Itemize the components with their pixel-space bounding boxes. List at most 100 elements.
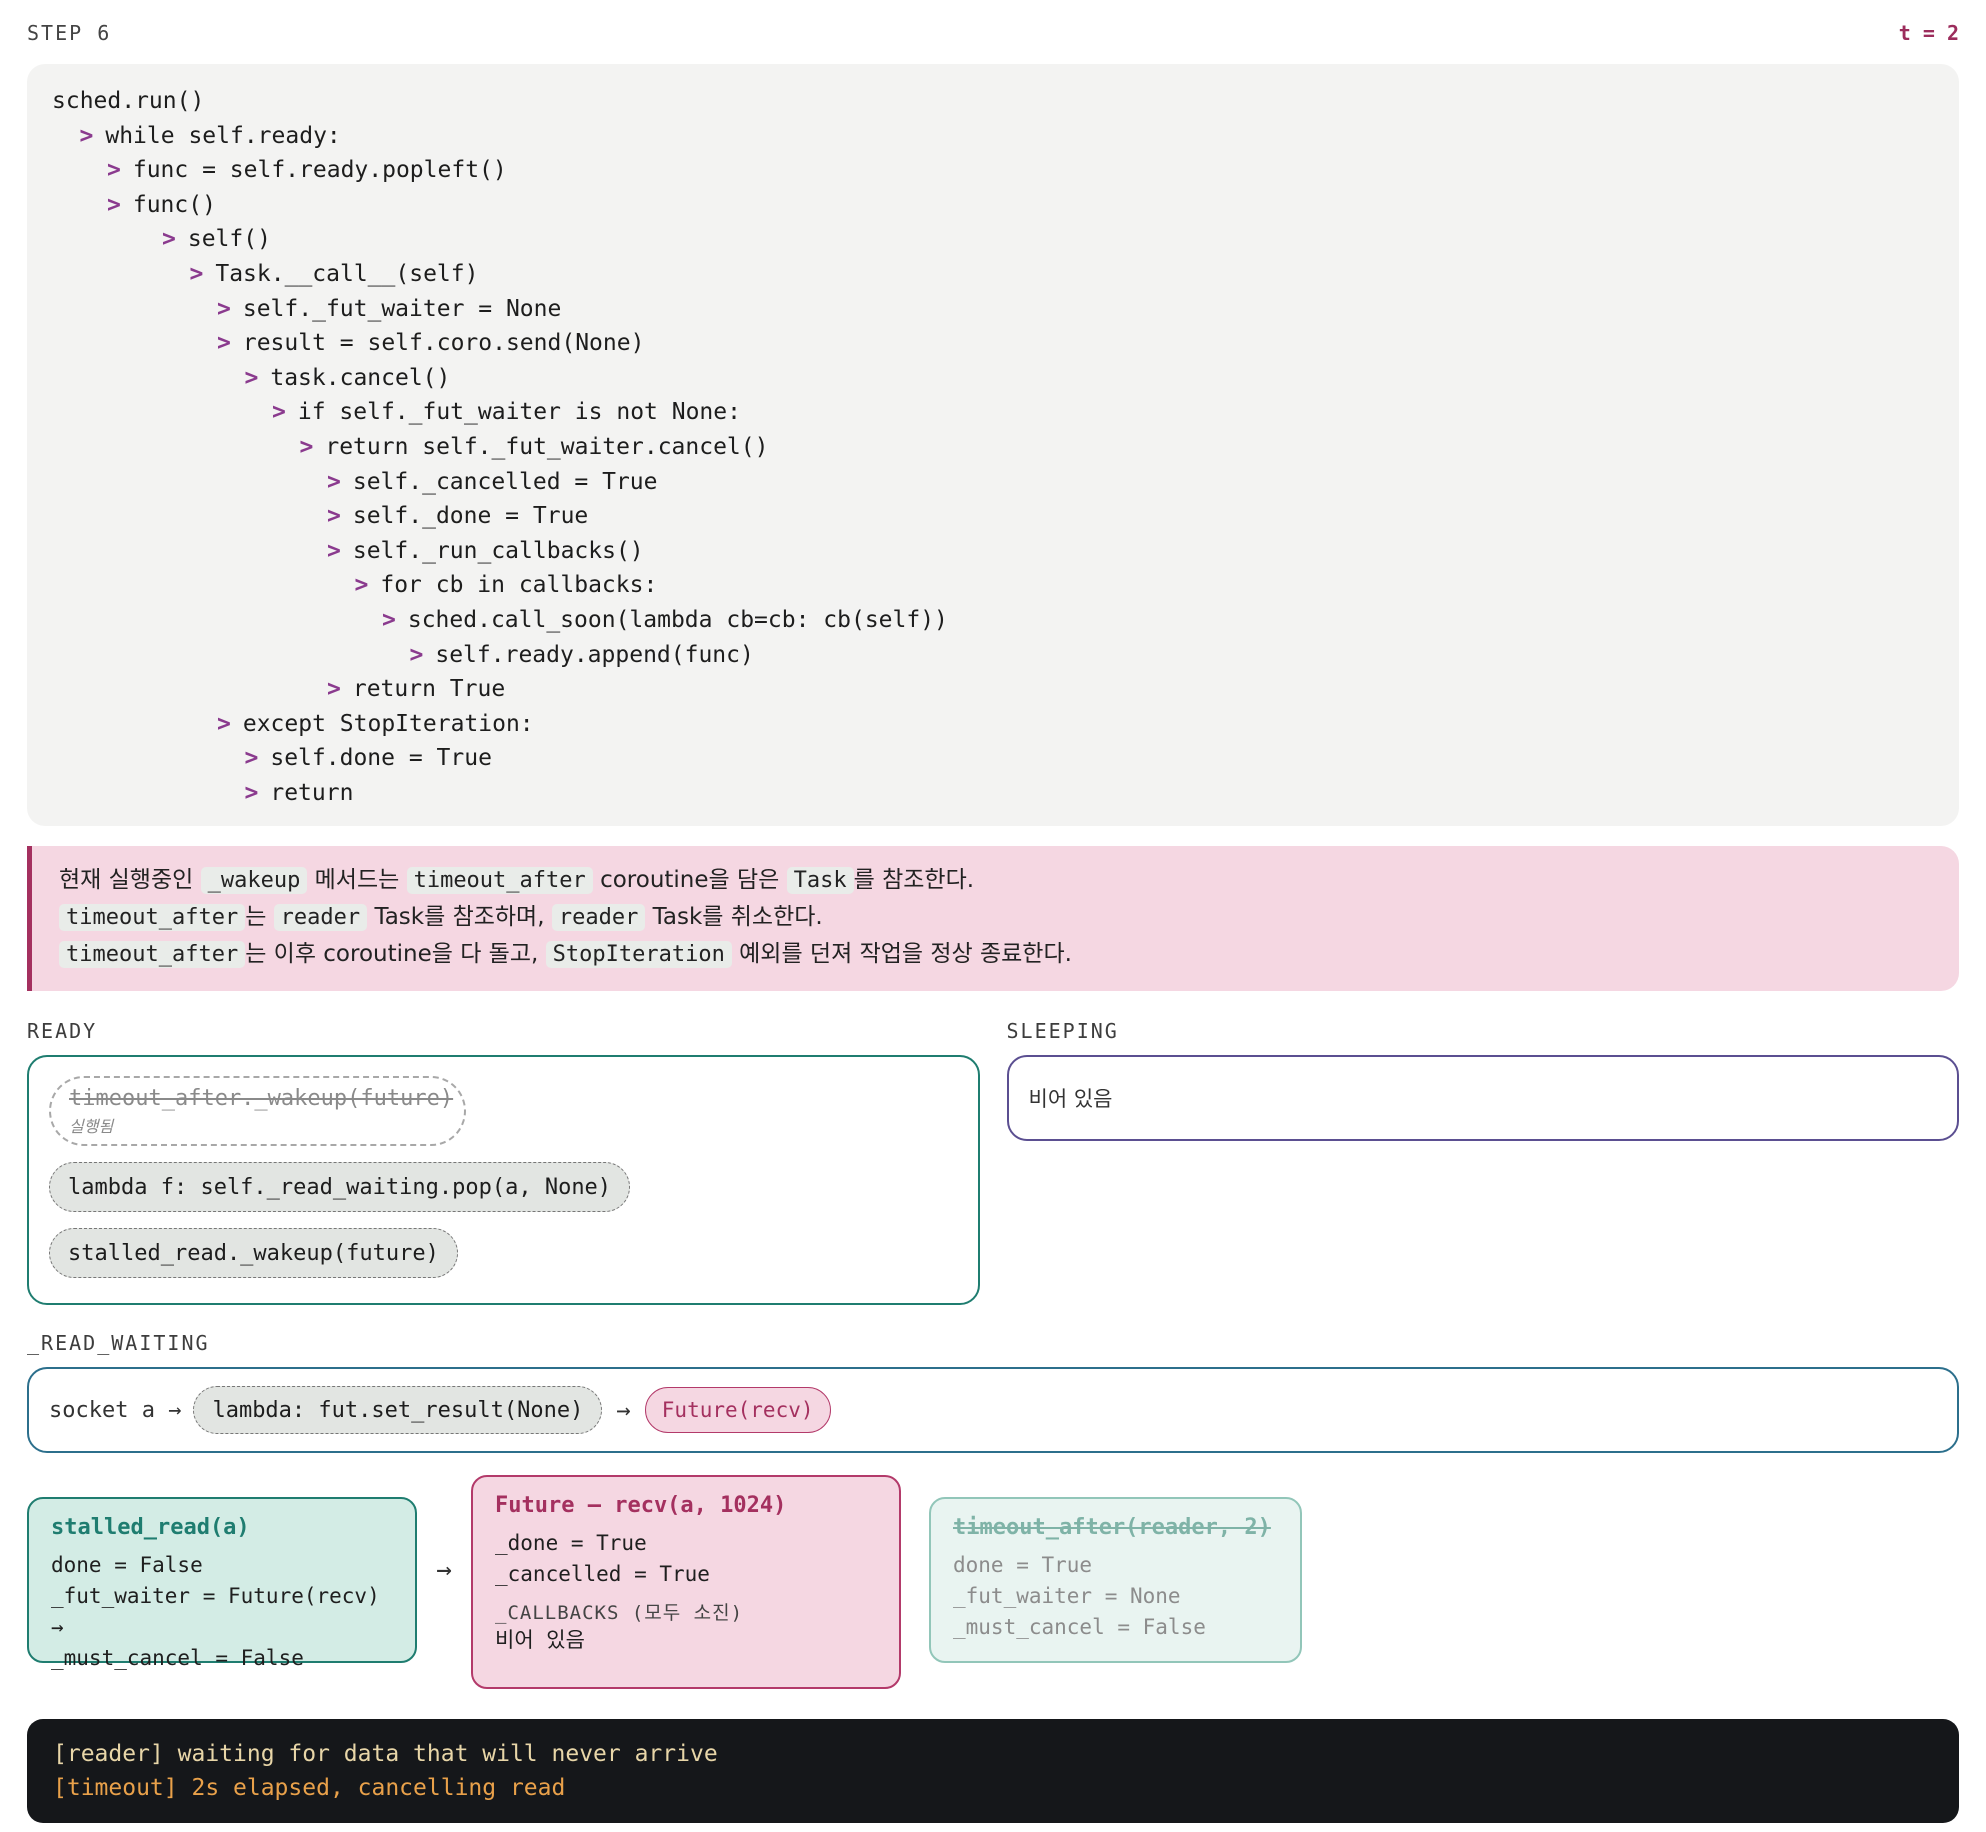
code-token: reader [551, 904, 646, 932]
code-line: > self._done = True [52, 499, 1934, 534]
read-waiting-key: socket a → [49, 1397, 182, 1423]
chevron-right-icon: > [327, 503, 341, 530]
terminal-output: [reader] waiting for data that will neve… [27, 1719, 1959, 1824]
code-text: task.cancel() [270, 364, 451, 391]
code-text: return [270, 779, 354, 806]
code-token: timeout_after [59, 904, 246, 932]
task-card-timeout-after: timeout_after(reader, 2) done = True _fu… [929, 1497, 1302, 1664]
task-field: _fut_waiter = None [953, 1584, 1181, 1609]
chevron-right-icon: > [409, 641, 424, 668]
task-title: timeout_after(reader, 2) [953, 1515, 1271, 1541]
code-text: if self._fut_waiter is not None: [297, 399, 741, 426]
future-field: _cancelled = True [495, 1562, 710, 1587]
code-line: sched.run() [52, 84, 1934, 119]
terminal-line: [timeout] 2s elapsed, cancelling read [53, 1775, 566, 1802]
task-field: _must_cancel = False [953, 1615, 1206, 1640]
chevron-right-icon: > [327, 468, 341, 495]
ready-item-executed: timeout_after._wakeup(future) 실행됨 [49, 1076, 466, 1147]
code-token: Task [786, 867, 854, 895]
executed-item-label: timeout_after._wakeup(future) [69, 1086, 454, 1112]
callbacks-heading: _CALLBACKS (모두 소진) [495, 1602, 744, 1625]
code-text: while self.ready: [105, 122, 341, 149]
read-waiting-section: _READ_WAITING socket a → lambda: fut.set… [27, 1331, 1959, 1454]
code-line: > func() [52, 188, 1934, 223]
code-text: self._done = True [352, 503, 589, 530]
code-text: sched.run() [52, 88, 205, 114]
future-title: Future — recv(a, 1024) [495, 1493, 787, 1519]
task-field: done = False [51, 1553, 203, 1578]
code-text: self() [187, 226, 271, 253]
code-line: >if self._fut_waiter is not None: [52, 395, 1934, 430]
code-line: > sched.call_soon(lambda cb=cb: cb(self)) [52, 603, 1934, 638]
chevron-right-icon: > [79, 122, 94, 149]
read-waiting-map: socket a → lambda: fut.set_result(None) … [27, 1367, 1959, 1454]
chevron-right-icon: > [107, 191, 121, 218]
code-text: self.done = True [270, 745, 492, 772]
chevron-right-icon: > [327, 537, 341, 564]
chevron-right-icon: > [189, 260, 204, 287]
code-token: timeout_after [59, 941, 246, 969]
code-text: return True [352, 676, 506, 703]
code-line: > Task.__call__(self) [52, 257, 1934, 292]
chevron-right-icon: > [244, 364, 259, 391]
note-line-1: 현재 실행중인 _wakeup 메서드는 timeout_after corou… [59, 867, 975, 895]
code-text: self._cancelled = True [352, 468, 658, 495]
code-line: > self._fut_waiter = None [52, 292, 1934, 327]
code-text: except StopIteration: [242, 710, 534, 737]
chevron-right-icon: > [327, 676, 341, 703]
task-card-stalled-read: stalled_read(a) done = False _fut_waiter… [27, 1497, 417, 1670]
call-stack-panel: sched.run()>while self.ready:>func = sel… [27, 64, 1959, 827]
chevron-right-icon: > [217, 710, 231, 737]
code-token: _wakeup [200, 867, 308, 895]
executed-status: 실행됨 [69, 1117, 114, 1137]
read-waiting-title: _READ_WAITING [27, 1331, 210, 1356]
code-text: self._fut_waiter = None [242, 295, 562, 322]
ready-item: stalled_read._wakeup(future) [49, 1228, 458, 1279]
chevron-right-icon: > [354, 572, 369, 599]
code-line: >self.done = True [52, 741, 1934, 776]
code-text: return self._fut_waiter.cancel() [325, 433, 769, 460]
future-card: Future — recv(a, 1024) _done = True _can… [471, 1475, 901, 1690]
arrow-icon: → [616, 1396, 631, 1425]
chevron-right-icon: > [217, 295, 231, 322]
code-text: for cb in callbacks: [380, 572, 658, 599]
step-label: STEP 6 [27, 21, 112, 45]
code-text: self._run_callbacks() [352, 537, 644, 564]
ready-section: READY timeout_after._wakeup(future) 실행됨 … [27, 1019, 980, 1306]
code-text: func() [132, 191, 216, 218]
chevron-right-icon: > [382, 606, 396, 633]
code-line: > for cb in callbacks: [52, 568, 1934, 603]
ready-queue: timeout_after._wakeup(future) 실행됨 lambda… [27, 1055, 980, 1306]
task-field: _must_cancel = False [51, 1646, 304, 1671]
code-text: func = self.ready.popleft() [132, 157, 507, 184]
sleeping-queue: 비어 있음 [1006, 1055, 1959, 1142]
future-pill: Future(recv) [644, 1387, 831, 1434]
sleeping-empty-text: 비어 있음 [1028, 1087, 1113, 1112]
future-field: _done = True [495, 1531, 647, 1556]
code-token: reader [273, 904, 368, 932]
code-line: > task.cancel() [52, 361, 1934, 396]
code-line: > self._cancelled = True [52, 465, 1934, 500]
code-line: > self._run_callbacks() [52, 534, 1934, 569]
terminal-line: [reader] waiting for data that will neve… [53, 1741, 718, 1768]
sleeping-title: SLEEPING [1006, 1019, 1119, 1044]
code-line: > while self.ready: [52, 119, 1934, 154]
code-line: > except StopIteration: [52, 707, 1934, 742]
code-text: sched.call_soon(lambda cb=cb: cb(self)) [407, 606, 948, 633]
ready-title: READY [27, 1019, 98, 1044]
sleeping-section: SLEEPING 비어 있음 [1006, 1019, 1959, 1305]
chevron-right-icon: > [244, 779, 259, 806]
time-label: t = 2 [1898, 21, 1959, 45]
code-line: > return True [52, 672, 1934, 707]
code-line: >self.ready.append(func) [52, 638, 1934, 673]
ready-item: lambda f: self._read_waiting.pop(a, None… [49, 1162, 631, 1213]
code-line: >self() [52, 222, 1934, 257]
explanation-note: 현재 실행중인 _wakeup 메서드는 timeout_after corou… [27, 846, 1959, 992]
read-waiting-callback: lambda: fut.set_result(None) [193, 1386, 603, 1435]
code-token: timeout_after [406, 867, 593, 895]
task-field: _fut_waiter = Future(recv) → [51, 1584, 380, 1640]
code-line: >func = self.ready.popleft() [52, 153, 1934, 188]
code-text: Task.__call__(self) [215, 260, 479, 287]
chevron-right-icon: > [299, 433, 314, 460]
